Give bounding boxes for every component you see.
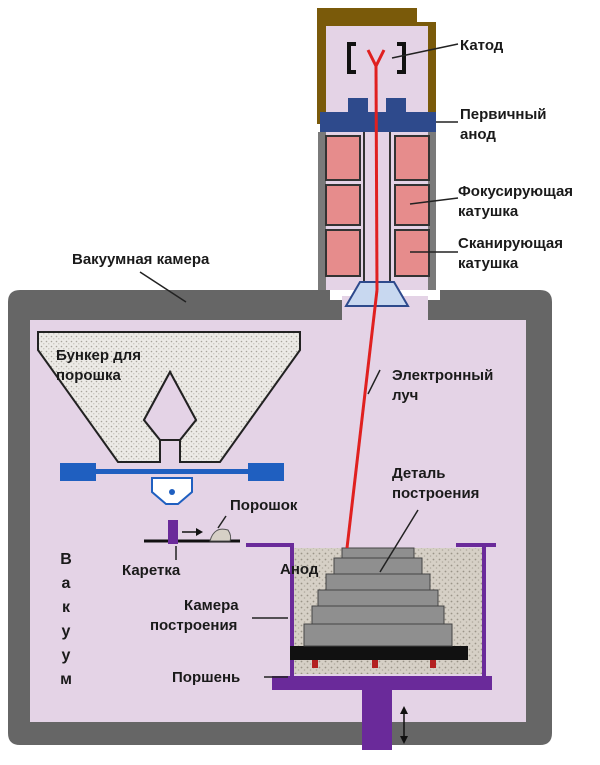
- label-powder: Порошок: [230, 497, 298, 514]
- label-hopper-2: порошка: [56, 367, 122, 384]
- electron-beam: [345, 65, 379, 549]
- vacuum-letter: В: [60, 551, 72, 568]
- label-carriage: Каретка: [122, 562, 181, 579]
- rake-right: [248, 463, 284, 481]
- label-scan-coil-2: катушка: [458, 255, 519, 272]
- label-scan-coil-1: Сканирующая: [458, 235, 563, 252]
- vacuum-letter: а: [62, 575, 71, 592]
- label-vacuum-chamber: Вакуумная камера: [72, 251, 210, 268]
- label-primary-anode-1: Первичный: [460, 106, 547, 123]
- label-vacuum-vertical: В а к у у м: [60, 551, 72, 688]
- piston-arrow-icon: [400, 706, 408, 744]
- label-beam-2: луч: [392, 387, 418, 404]
- scanning-coil: [325, 229, 430, 277]
- label-anode: Анод: [280, 561, 319, 578]
- vacuum-letter: у: [62, 647, 71, 664]
- label-build-chamber-2: построения: [150, 617, 237, 634]
- label-primary-anode-2: анод: [460, 126, 496, 143]
- vacuum-letter: к: [62, 599, 71, 616]
- label-part-2: построения: [392, 485, 479, 502]
- label-focus-coil-2: катушка: [458, 203, 519, 220]
- start-plate: [290, 646, 468, 660]
- powder-pile: [209, 528, 232, 542]
- label-piston: Поршень: [172, 669, 240, 686]
- build-chamber: [246, 543, 496, 750]
- label-hopper-1: Бункер для: [56, 347, 141, 364]
- label-cathode: Катод: [460, 37, 504, 54]
- piston: [272, 676, 492, 690]
- label-build-chamber-1: Камера: [184, 597, 239, 614]
- leader-lines: [139, 43, 459, 678]
- vacuum-letter: м: [60, 671, 72, 688]
- build-part: [303, 547, 453, 647]
- label-focus-coil-1: Фокусирующая: [458, 183, 573, 200]
- focusing-coil: [325, 135, 430, 226]
- label-part-1: Деталь: [392, 465, 445, 482]
- rake-left: [60, 463, 96, 481]
- vacuum-letter: у: [62, 623, 71, 640]
- carriage: [144, 520, 240, 544]
- powder-hopper: [37, 331, 301, 505]
- label-beam-1: Электронный: [392, 367, 493, 384]
- primary-anode: [320, 112, 436, 132]
